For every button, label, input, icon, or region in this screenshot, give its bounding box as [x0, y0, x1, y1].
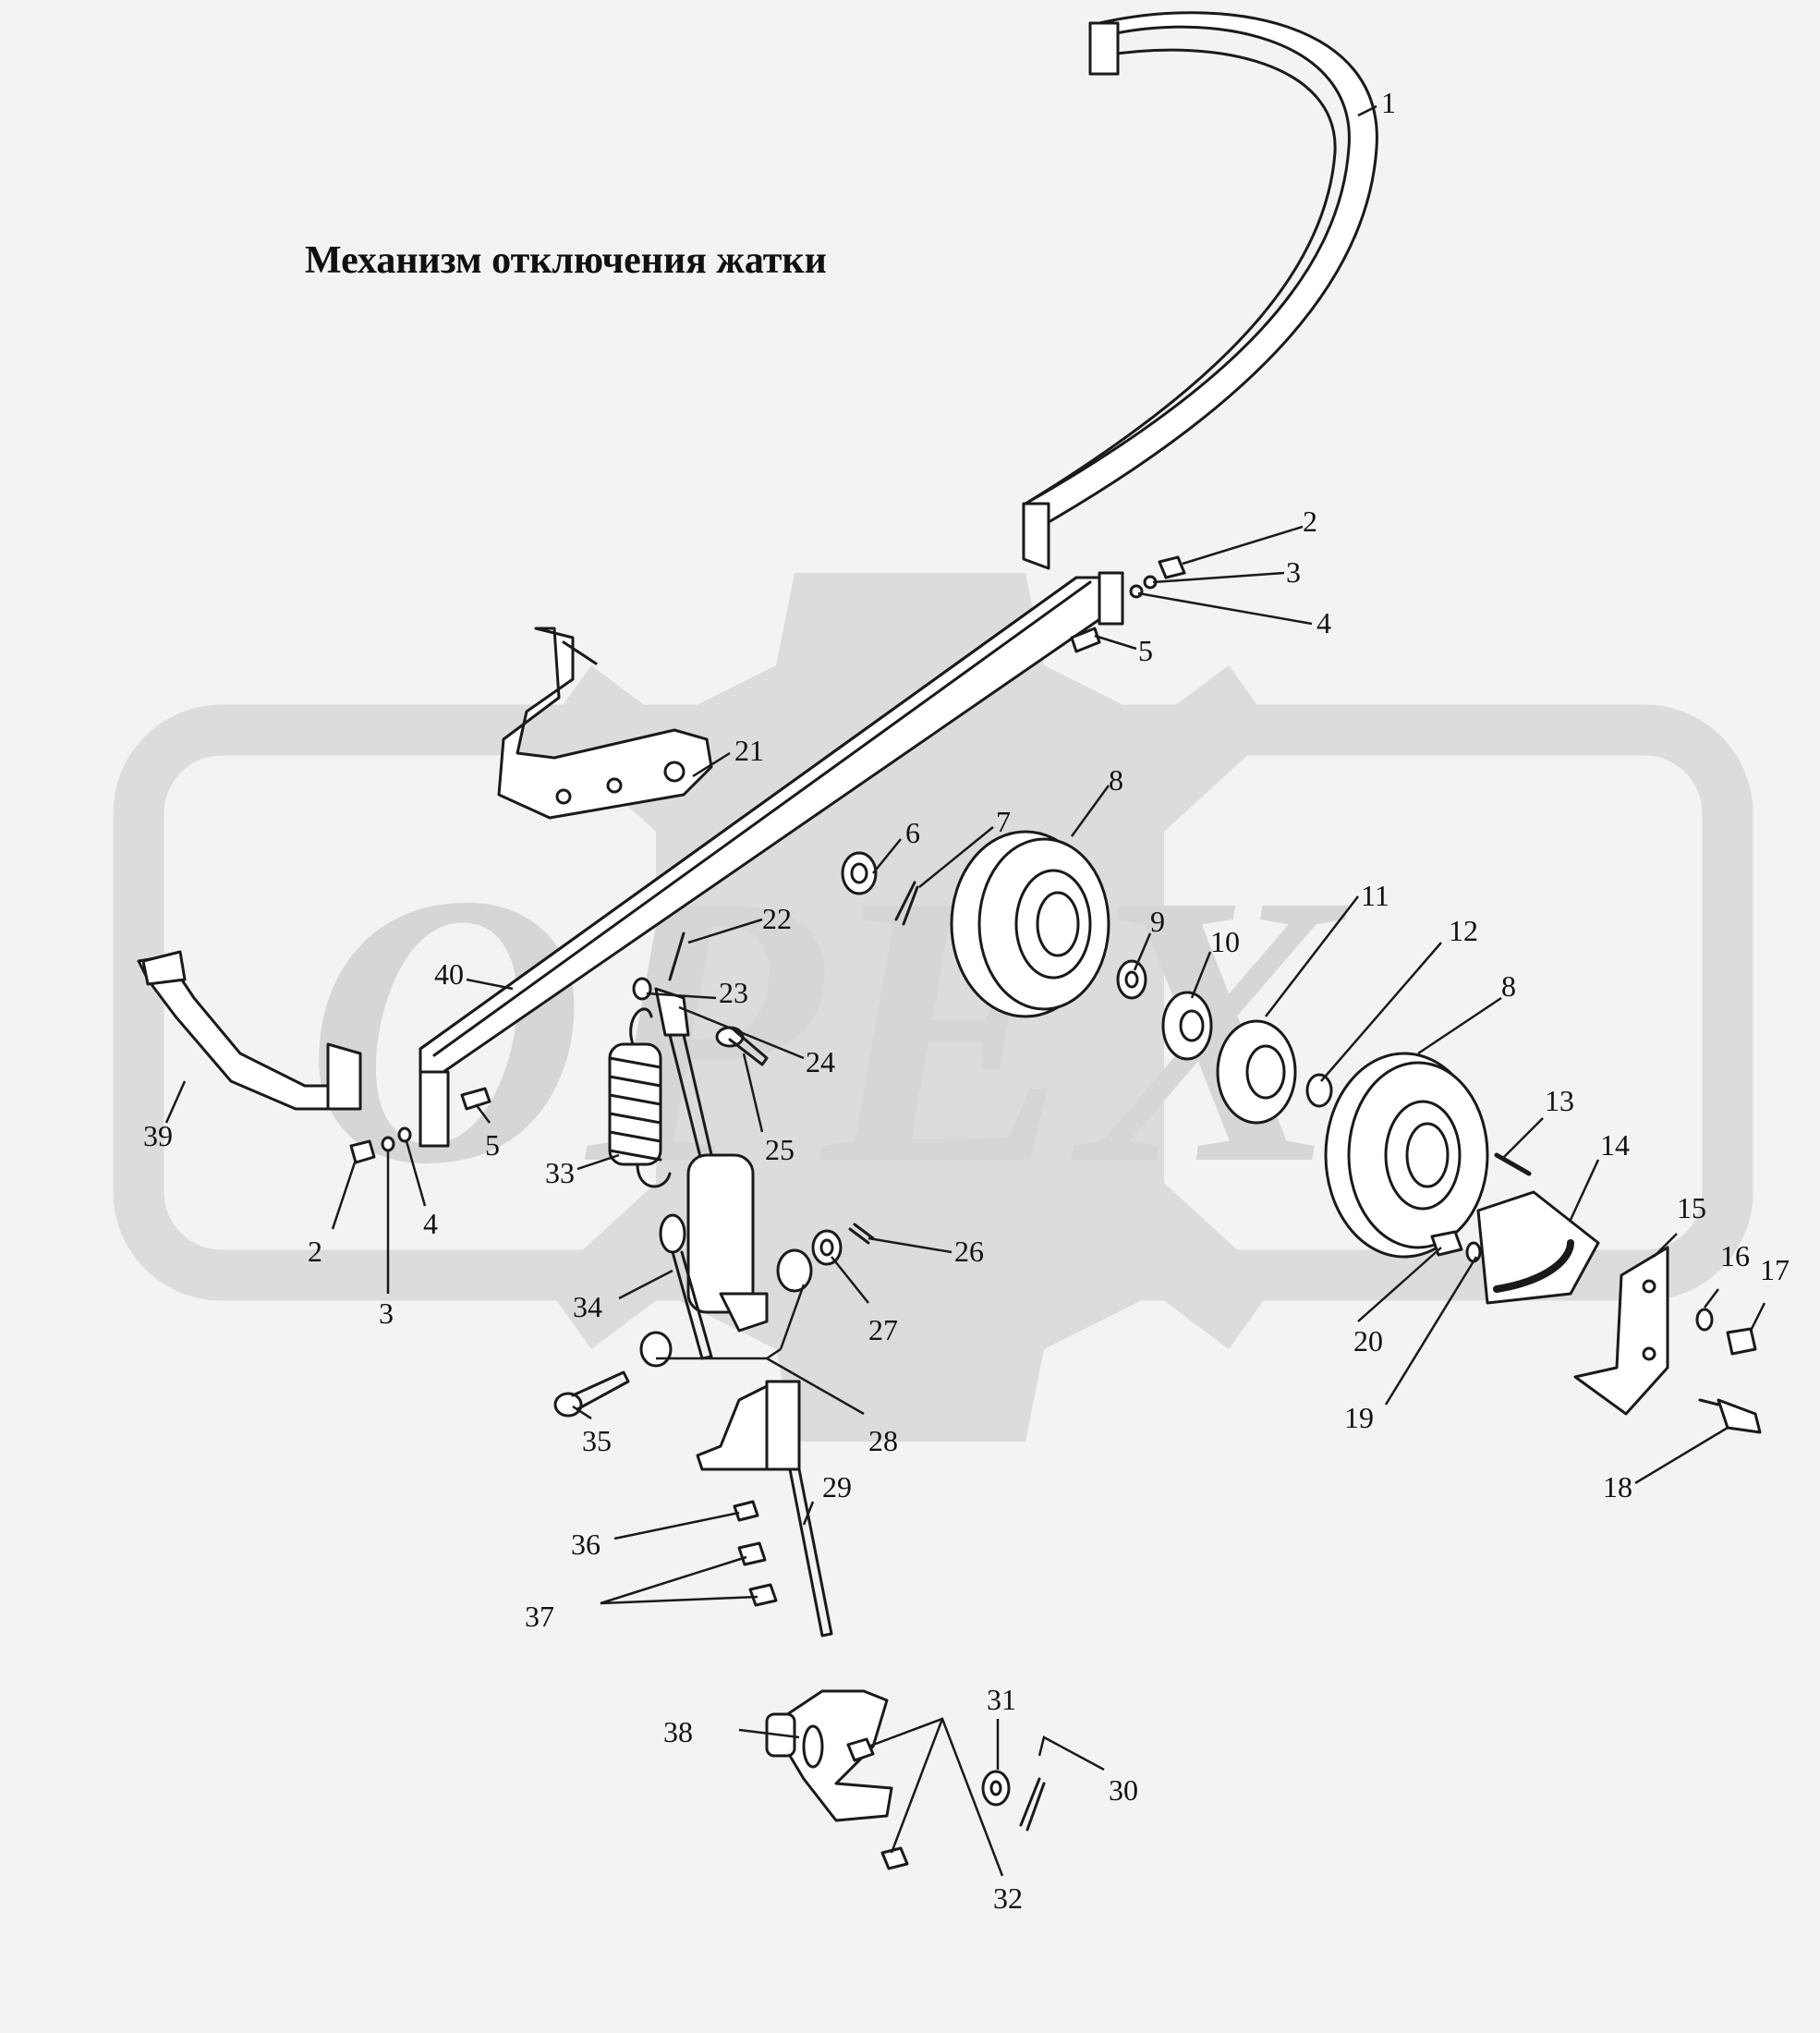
bolt-5-upper-part: [1070, 627, 1101, 653]
ring-16-part: [1695, 1308, 1714, 1332]
nut-2-upper-part: [1158, 555, 1186, 579]
washer-12-part: [1305, 1073, 1333, 1108]
callout-leaders: [164, 104, 1766, 1877]
spring-33-part: [608, 1007, 672, 1188]
callout-c24: 24: [806, 1045, 835, 1078]
bracket-29-part: [696, 1380, 833, 1637]
callout-c4a: 4: [1316, 606, 1331, 639]
callout-c5a: 5: [1138, 634, 1153, 667]
callout-c18: 18: [1603, 1470, 1632, 1503]
callout-c23: 23: [719, 976, 748, 1009]
main-beam-part: [419, 571, 1124, 1148]
nut-36-part: [733, 1500, 759, 1522]
strap-39-part: [137, 950, 362, 1111]
callout-c17: 17: [1760, 1253, 1790, 1286]
callout-c29: 29: [822, 1470, 852, 1503]
callout-c19: 19: [1344, 1401, 1374, 1434]
pulley-8-upper-part: [950, 830, 1110, 1018]
nut-2-lower-part: [349, 1139, 376, 1164]
callout-c35: 35: [582, 1424, 612, 1457]
callout-c13: 13: [1545, 1084, 1574, 1117]
ring-19-part: [1465, 1241, 1482, 1263]
diagram-title: Механизм отключения жатки: [305, 239, 827, 282]
cotter-pin-26-part: [848, 1223, 875, 1245]
callout-c16: 16: [1720, 1239, 1750, 1272]
callout-c1: 1: [1381, 86, 1396, 119]
callout-c4b: 4: [423, 1207, 438, 1240]
callout-c3a: 3: [1286, 555, 1301, 589]
bearing-cap-11-part: [1216, 1019, 1297, 1125]
callout-c8b: 8: [1501, 969, 1516, 1003]
callout-c10: 10: [1210, 925, 1240, 958]
callout-c37: 37: [525, 1600, 554, 1633]
callout-c22: 22: [762, 902, 792, 935]
nut-37a-part: [737, 1541, 767, 1566]
ring-23-part: [632, 977, 652, 1001]
bearing-10-part: [1161, 991, 1213, 1061]
washer-4-upper-part: [1129, 584, 1144, 599]
angle-bracket-15-part: [1573, 1246, 1669, 1416]
bracket-21-part: [497, 627, 713, 820]
washer-9-part: [1116, 959, 1147, 1000]
callout-c36: 36: [571, 1528, 601, 1561]
pin-22-part: [668, 931, 686, 981]
callout-c26: 26: [954, 1235, 984, 1268]
callout-c8a: 8: [1109, 763, 1123, 797]
curved-arm-part: [1022, 11, 1378, 570]
callout-c3b: 3: [379, 1296, 394, 1330]
washer-4-lower-part: [397, 1126, 412, 1143]
callout-c31: 31: [987, 1683, 1016, 1716]
callout-c33: 33: [545, 1156, 575, 1189]
callout-c9: 9: [1150, 905, 1165, 938]
bolt-5-lower-part: [460, 1087, 491, 1111]
callout-c38: 38: [663, 1715, 693, 1748]
callout-c27: 27: [868, 1313, 898, 1346]
callout-c6: 6: [905, 816, 920, 849]
clevis-38-part: [765, 1689, 893, 1822]
cotter-pin-7-part: [894, 881, 919, 926]
washer-6-part: [841, 851, 878, 895]
callout-c40: 40: [434, 957, 464, 991]
callout-c2b: 2: [308, 1235, 322, 1268]
washer-3-lower-part: [381, 1136, 395, 1152]
bushing-28-part: [639, 1248, 813, 1368]
callout-c34: 34: [573, 1290, 602, 1323]
callout-c25: 25: [765, 1133, 795, 1166]
pulley-8-lower-part: [1324, 1052, 1489, 1259]
bolt-18-part: [1698, 1398, 1762, 1434]
callout-c12: 12: [1449, 914, 1478, 947]
callout-c7: 7: [996, 805, 1011, 838]
washer-31-part: [981, 1770, 1011, 1807]
callout-c14: 14: [1600, 1128, 1630, 1162]
nut-32b-part: [880, 1846, 909, 1870]
cotter-pin-30-part: [1019, 1777, 1046, 1832]
bolt-35-part: [553, 1370, 630, 1418]
plate-14-part: [1476, 1190, 1600, 1305]
callout-c32: 32: [993, 1881, 1023, 1915]
nut-37b-part: [748, 1583, 778, 1607]
callout-c39: 39: [143, 1119, 173, 1152]
callout-c20: 20: [1353, 1324, 1383, 1357]
callout-c28: 28: [868, 1424, 898, 1457]
callout-c2a: 2: [1303, 505, 1317, 538]
callout-c5b: 5: [485, 1128, 500, 1162]
nut-17-part: [1726, 1327, 1757, 1356]
callout-c30: 30: [1109, 1773, 1138, 1807]
callout-c21: 21: [734, 734, 764, 767]
nut-32a-part: [846, 1737, 875, 1762]
callout-c15: 15: [1677, 1191, 1706, 1224]
bushing-27-part: [811, 1229, 843, 1266]
callout-c11: 11: [1361, 879, 1389, 912]
